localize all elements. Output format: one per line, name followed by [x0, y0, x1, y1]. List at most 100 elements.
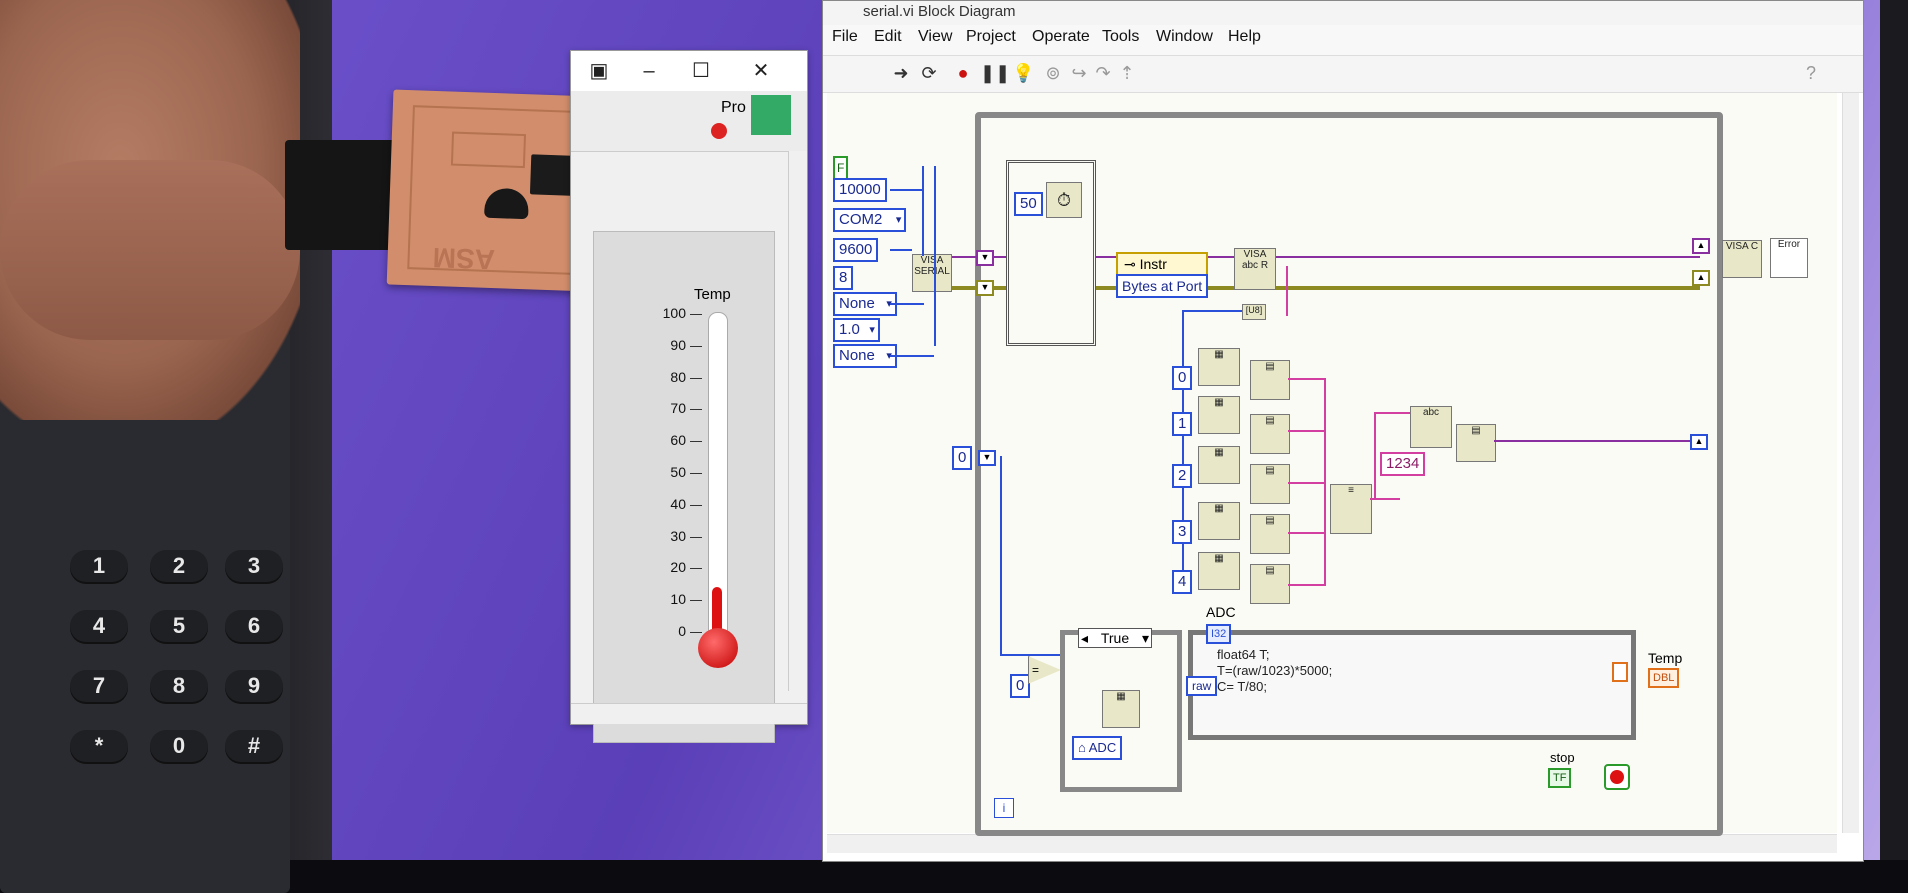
context-help-icon[interactable]: ?: [1805, 63, 1816, 83]
close-button[interactable]: ✕: [752, 60, 770, 82]
data-bits-constant[interactable]: 8: [833, 266, 854, 290]
parity-constant[interactable]: None ▾: [833, 292, 897, 316]
menu-file[interactable]: File: [832, 28, 858, 45]
simple-error-handler-node[interactable]: Error: [1770, 238, 1808, 278]
case-selector[interactable]: ◂ True ▾: [1078, 628, 1152, 648]
phone-key: 7: [70, 670, 128, 702]
resource-name-constant[interactable]: COM2 ▾: [833, 208, 907, 232]
string-to-number-node[interactable]: ▦: [1102, 690, 1140, 728]
visa-close-node[interactable]: VISA C: [1722, 240, 1762, 278]
run-continuously-icon[interactable]: ⟳: [921, 63, 937, 83]
wait-ms-constant[interactable]: 50: [1014, 192, 1043, 216]
dropdown-arrow-icon[interactable]: ▾: [886, 346, 892, 366]
number-to-string-node[interactable]: ▤: [1250, 360, 1290, 400]
thermometer-tick-mark: [690, 632, 702, 633]
menu-operate[interactable]: Operate: [1032, 28, 1090, 45]
step-over-icon[interactable]: ↷: [1095, 63, 1111, 83]
bytes-at-port-property[interactable]: Bytes at Port: [1116, 274, 1209, 298]
project-menu-label[interactable]: Pro: [721, 99, 746, 116]
bool-false-constant[interactable]: F: [833, 156, 849, 180]
baud-rate-constant[interactable]: 9600: [833, 238, 879, 262]
menu-tools[interactable]: Tools: [1102, 28, 1140, 45]
pause-icon[interactable]: ❚❚: [980, 63, 1011, 83]
type-cast-node[interactable]: [U8]: [1242, 304, 1266, 320]
adc-indicator[interactable]: I32: [1206, 624, 1232, 644]
block-diagram-vertical-scrollbar[interactable]: [1842, 93, 1859, 833]
menu-help[interactable]: Help: [1228, 28, 1261, 45]
step-into-icon[interactable]: ↪: [1071, 63, 1087, 83]
maximize-button[interactable]: ☐: [692, 60, 710, 82]
index-0-constant[interactable]: 0: [1172, 366, 1193, 390]
abort-icon[interactable]: [711, 123, 727, 139]
desk-phone: 1 2 3 4 5 6 7 8 9 * 0 #: [0, 330, 290, 893]
stop-bits-constant[interactable]: 1.0 ▾: [833, 318, 880, 342]
while-loop[interactable]: [975, 112, 1723, 836]
index-array-node[interactable]: ▦: [1198, 446, 1240, 484]
formula-code[interactable]: float64 T; T=(raw/1023)*5000; C= T/80;: [1217, 647, 1333, 694]
abort-execution-icon[interactable]: ●: [957, 63, 969, 83]
visa-read-node[interactable]: VISA abc R: [1234, 248, 1276, 290]
wait-ms-timer-icon[interactable]: ⏱: [1046, 182, 1082, 218]
toolbar: [823, 56, 1863, 93]
flow-control-constant[interactable]: None ▾: [833, 344, 897, 368]
front-panel-window[interactable]: ▣ – ☐ ✕ Pro: [570, 50, 808, 743]
temp-indicator[interactable]: DBL: [1648, 668, 1680, 688]
decimal-string-to-number-node[interactable]: ▤: [1456, 424, 1496, 462]
stop-button-terminal[interactable]: TF: [1548, 768, 1572, 788]
initial-value-constant[interactable]: 0: [952, 446, 973, 470]
dropdown-arrow-icon[interactable]: ▾: [886, 294, 892, 314]
highlight-execution-icon[interactable]: 💡: [1012, 63, 1035, 83]
flow-control-value: None: [839, 347, 875, 364]
menu-view[interactable]: View: [918, 28, 953, 45]
thermometer-tick-mark: [690, 409, 702, 411]
shift-register-right: ▲: [1690, 434, 1708, 450]
property-class-label: Instr: [1139, 256, 1167, 272]
formula-node[interactable]: float64 T; T=(raw/1023)*5000; C= T/80;: [1188, 630, 1636, 740]
menu-edit[interactable]: Edit: [874, 28, 902, 45]
index-array-node[interactable]: ▦: [1198, 396, 1240, 434]
index-4-constant[interactable]: 4: [1172, 570, 1193, 594]
minimize-button[interactable]: –: [643, 60, 655, 82]
front-panel-titlebar[interactable]: ▣ – ☐ ✕: [571, 51, 807, 91]
index-array-node[interactable]: ▦: [1198, 348, 1240, 386]
front-panel-horizontal-scrollbar[interactable]: [571, 703, 807, 724]
block-diagram-titlebar[interactable]: serial.vi Block Diagram: [823, 1, 1863, 25]
block-diagram-horizontal-scrollbar[interactable]: [827, 834, 1837, 853]
index-2-constant[interactable]: 2: [1172, 464, 1193, 488]
index-array-node[interactable]: ▦: [1198, 502, 1240, 540]
number-to-string-node[interactable]: ▤: [1250, 414, 1290, 454]
run-arrow-icon[interactable]: ➜: [893, 63, 909, 83]
retain-wire-values-icon[interactable]: ⊚: [1045, 63, 1061, 83]
thermometer-level: [712, 587, 722, 636]
menu-window[interactable]: Window: [1156, 28, 1213, 45]
stop-bits-value: 1.0: [839, 321, 860, 338]
index-3-constant[interactable]: 3: [1172, 520, 1193, 544]
number-to-string-node[interactable]: ▤: [1250, 514, 1290, 554]
visa-configure-serial-node[interactable]: VISA SERIAL: [912, 254, 952, 292]
shift-register-left: ▼: [978, 450, 996, 466]
front-panel-vertical-scrollbar[interactable]: [788, 151, 807, 691]
formula-input-raw[interactable]: raw: [1186, 676, 1218, 696]
window-title: serial.vi Block Diagram: [863, 3, 1016, 20]
property-node-header[interactable]: ⊸ Instr: [1116, 252, 1208, 276]
index-array-node[interactable]: ▦: [1198, 552, 1240, 590]
concatenate-strings-node[interactable]: ≡: [1330, 484, 1372, 534]
thermometer-tick-label: 100: [662, 305, 686, 321]
index-1-constant[interactable]: 1: [1172, 412, 1193, 436]
case-prev-icon[interactable]: ◂: [1081, 630, 1089, 646]
menu-project[interactable]: Project: [966, 28, 1016, 45]
scan-from-string-node[interactable]: abc: [1410, 406, 1452, 448]
thermometer-bulb: [698, 628, 738, 668]
thermometer-label: Temp: [694, 286, 731, 303]
dropdown-arrow-icon[interactable]: ▾: [869, 324, 875, 336]
adc-local-variable[interactable]: ⌂ ADC: [1072, 736, 1123, 760]
dropdown-arrow-icon[interactable]: ▾: [895, 214, 902, 226]
number-to-string-node[interactable]: ▤: [1250, 464, 1290, 504]
case-next-icon[interactable]: ▾: [1141, 630, 1149, 646]
number-to-string-node[interactable]: ▤: [1250, 564, 1290, 604]
step-out-icon[interactable]: ⇡: [1119, 63, 1135, 83]
compare-constant[interactable]: 0: [1010, 674, 1031, 698]
format-string-constant[interactable]: 1234: [1380, 452, 1426, 476]
timeout-constant[interactable]: 10000: [833, 178, 887, 202]
loop-condition-terminal[interactable]: [1604, 764, 1630, 790]
